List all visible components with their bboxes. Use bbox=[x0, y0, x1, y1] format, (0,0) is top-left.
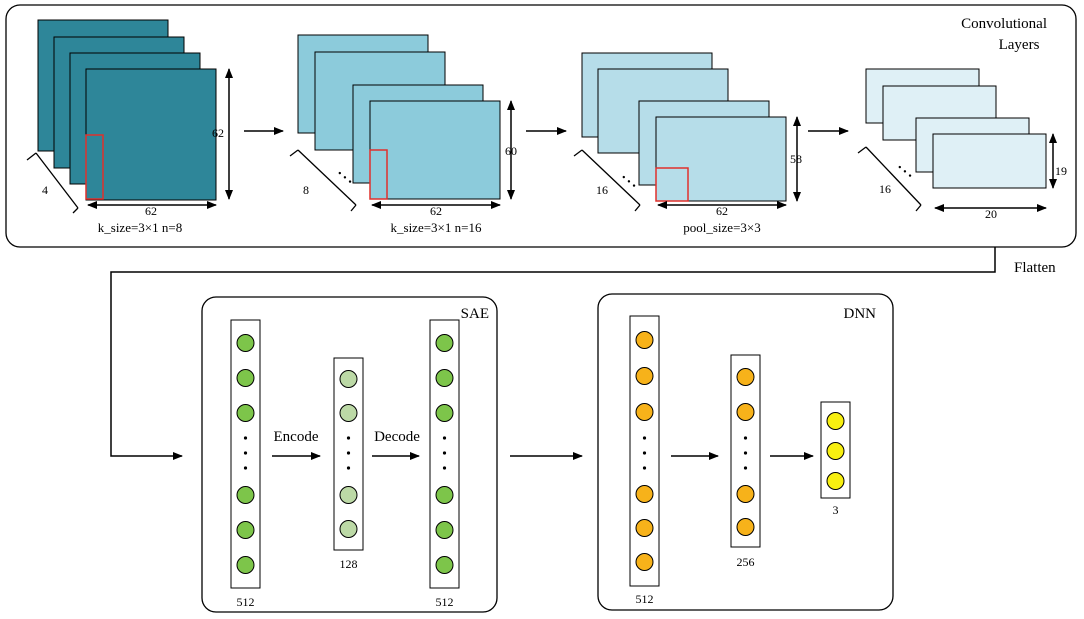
dnn-layer-2: 256 bbox=[730, 354, 761, 569]
stage2-caption: k_size=3×1 n=16 bbox=[391, 220, 482, 235]
flatten-label: Flatten bbox=[1014, 260, 1056, 276]
conv-stage-3: ··· 58 62 16 pool_size=3×3 bbox=[573, 52, 802, 235]
neuron bbox=[435, 556, 454, 574]
neuron bbox=[339, 486, 358, 504]
ellipsis-dot bbox=[642, 451, 647, 455]
neuron bbox=[635, 403, 654, 421]
feature-map bbox=[655, 116, 787, 202]
stage2-height-label: 60 bbox=[505, 144, 517, 158]
feature-map bbox=[932, 133, 1047, 189]
neuron bbox=[635, 553, 654, 571]
sae-layer-3: 512 bbox=[429, 319, 460, 609]
ellipsis-dot bbox=[346, 466, 351, 470]
neuron bbox=[435, 334, 454, 352]
neuron bbox=[339, 520, 358, 538]
stage3-height-label: 58 bbox=[790, 152, 802, 166]
ellipsis-dot bbox=[743, 436, 748, 440]
stage4-height-label: 19 bbox=[1055, 164, 1067, 178]
stage1-height-label: 62 bbox=[212, 126, 224, 140]
neuron bbox=[236, 486, 255, 504]
dnn-layer1-size: 512 bbox=[636, 592, 654, 606]
stage1-caption: k_size=3×1 n=8 bbox=[98, 220, 182, 235]
ellipsis-dot bbox=[642, 436, 647, 440]
conv-title-line1: Convolutional bbox=[961, 16, 1047, 32]
neuron bbox=[736, 403, 755, 421]
stage3-caption: pool_size=3×3 bbox=[683, 220, 761, 235]
neuron bbox=[236, 556, 255, 574]
sae-layer1-size: 512 bbox=[237, 595, 255, 609]
conv-stage-2: ··· 60 62 8 k_size=3×1 n=16 bbox=[289, 34, 517, 235]
neuron bbox=[236, 369, 255, 387]
ellipsis-dot bbox=[243, 451, 248, 455]
feature-map bbox=[369, 100, 501, 200]
neuron bbox=[435, 404, 454, 422]
decode-label: Decode bbox=[374, 429, 420, 445]
dnn-layer2-size: 256 bbox=[737, 555, 755, 569]
neuron bbox=[435, 369, 454, 387]
neuron bbox=[736, 485, 755, 503]
flatten-connector: Flatten bbox=[110, 247, 1056, 460]
output-neuron bbox=[826, 412, 845, 430]
ellipsis-dot bbox=[346, 436, 351, 440]
neuron bbox=[236, 521, 255, 539]
neuron bbox=[635, 331, 654, 349]
ellipsis-dot bbox=[743, 466, 748, 470]
ellipsis-dots: ··· bbox=[890, 157, 919, 187]
dnn-layer3-size: 3 bbox=[833, 503, 839, 517]
ellipsis-dot bbox=[743, 451, 748, 455]
stage4-depth-label: 16 bbox=[879, 182, 891, 196]
output-neuron bbox=[826, 442, 845, 460]
sae-layer2-size: 128 bbox=[340, 557, 358, 571]
stage2-depth-label: 8 bbox=[303, 183, 309, 197]
ellipsis-dot bbox=[442, 451, 447, 455]
feature-map bbox=[85, 68, 217, 201]
conv-layers-panel: Convolutional Layers bbox=[5, 4, 1077, 248]
neuron bbox=[435, 486, 454, 504]
sae-layer-2: 128 bbox=[333, 357, 364, 571]
neuron bbox=[339, 370, 358, 388]
ellipsis-dot bbox=[346, 451, 351, 455]
dnn-layer-1: 512 bbox=[629, 315, 660, 606]
ellipsis-dot bbox=[442, 436, 447, 440]
dnn-output-layer: 3 bbox=[820, 401, 851, 517]
neuron bbox=[635, 367, 654, 385]
sae-layer3-size: 512 bbox=[436, 595, 454, 609]
kernel-window bbox=[85, 134, 104, 200]
neuron bbox=[236, 404, 255, 422]
dnn-title: DNN bbox=[844, 306, 877, 322]
neuron bbox=[435, 521, 454, 539]
conv-stage-1: 62 62 4 k_size=3×1 n=8 bbox=[26, 19, 233, 235]
sae-panel: SAE 512 Encode 128 bbox=[201, 296, 498, 613]
ellipsis-dot bbox=[642, 466, 647, 470]
dnn-panel: DNN 512 256 bbox=[597, 293, 894, 611]
stage3-width-label: 62 bbox=[716, 204, 728, 218]
output-neuron bbox=[826, 472, 845, 490]
stage1-depth-label: 4 bbox=[42, 183, 48, 197]
ellipsis-dot bbox=[243, 466, 248, 470]
stage4-width-label: 20 bbox=[985, 207, 997, 221]
neuron bbox=[236, 334, 255, 352]
stage3-depth-label: 16 bbox=[596, 183, 608, 197]
kernel-window bbox=[369, 149, 388, 200]
encode-label: Encode bbox=[274, 429, 319, 445]
neuron bbox=[635, 485, 654, 503]
conv-title-line2: Layers bbox=[999, 37, 1040, 53]
sae-layer-1: 512 bbox=[230, 319, 261, 609]
conv-stage-4: ··· 19 20 16 bbox=[857, 68, 1067, 221]
ellipsis-dot bbox=[243, 436, 248, 440]
neuron bbox=[736, 368, 755, 386]
neuron bbox=[736, 518, 755, 536]
neuron bbox=[339, 404, 358, 422]
stage1-width-label: 62 bbox=[145, 204, 157, 218]
stage2-width-label: 62 bbox=[430, 204, 442, 218]
neuron bbox=[635, 519, 654, 537]
sae-title: SAE bbox=[461, 306, 489, 322]
ellipsis-dot bbox=[442, 466, 447, 470]
